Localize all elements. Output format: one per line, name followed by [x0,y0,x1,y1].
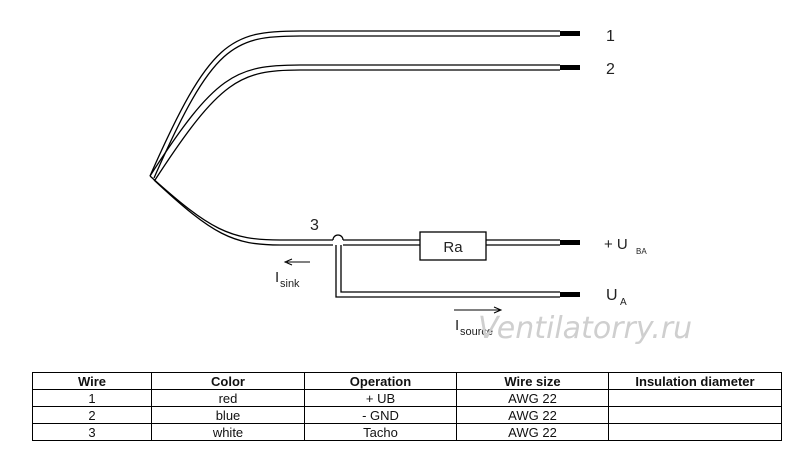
wire-1-label: 1 [606,28,615,45]
watermark-text: Ventilatorry.ru [478,311,692,346]
header-operation: Operation [304,372,457,390]
cell-operation: Tacho [304,423,457,441]
resistor-ra [419,231,487,261]
table-row: 1 red + UB AWG 22 [32,389,782,407]
cell-insulation [608,389,782,407]
current-sink-arrow [283,258,310,266]
wire-1 [149,30,560,179]
cell-operation: + UB [304,389,457,407]
table-row: 3 white Tacho AWG 22 [32,423,782,441]
current-source-label: I [455,317,459,334]
terminal-ua-sub: A [620,297,627,308]
cell-operation: - GND [304,406,457,424]
wire-2-label: 2 [606,61,615,78]
current-sink-label: I [275,269,279,286]
wiring-diagram: Ra 1 2 3 + U BA U A I sink I source Vent… [149,28,692,346]
cell-color: blue [151,406,305,424]
table-header-row: Wire Color Operation Wire size Insulatio… [32,372,782,390]
current-source-arrow [454,306,503,314]
terminal-plus-sub: BA [636,247,647,256]
cell-color: red [151,389,305,407]
current-source-sub: source [460,326,493,338]
cell-insulation [608,406,782,424]
wire-3-label: 3 [310,217,319,234]
table-row: 2 blue - GND AWG 22 [32,406,782,424]
cell-wire-size: AWG 22 [456,423,609,441]
terminal-ua-label: U [606,287,618,304]
terminal-plus-label: + U [604,236,628,253]
header-insulation-diameter: Insulation diameter [608,372,782,390]
header-wire: Wire [32,372,152,390]
header-color: Color [151,372,305,390]
cell-wire: 1 [32,389,152,407]
cell-wire-size: AWG 22 [456,406,609,424]
cell-wire: 2 [32,406,152,424]
cell-wire: 3 [32,423,152,441]
current-sink-sub: sink [280,278,300,290]
wire-ends [560,31,580,297]
resistor-label: Ra [443,239,463,256]
wire-spec-table: Wire Color Operation Wire size Insulatio… [32,372,782,441]
wire-3 [149,175,560,298]
header-wire-size: Wire size [456,372,609,390]
wire-2 [149,64,560,181]
cell-insulation [608,423,782,441]
cell-wire-size: AWG 22 [456,389,609,407]
cell-color: white [151,423,305,441]
